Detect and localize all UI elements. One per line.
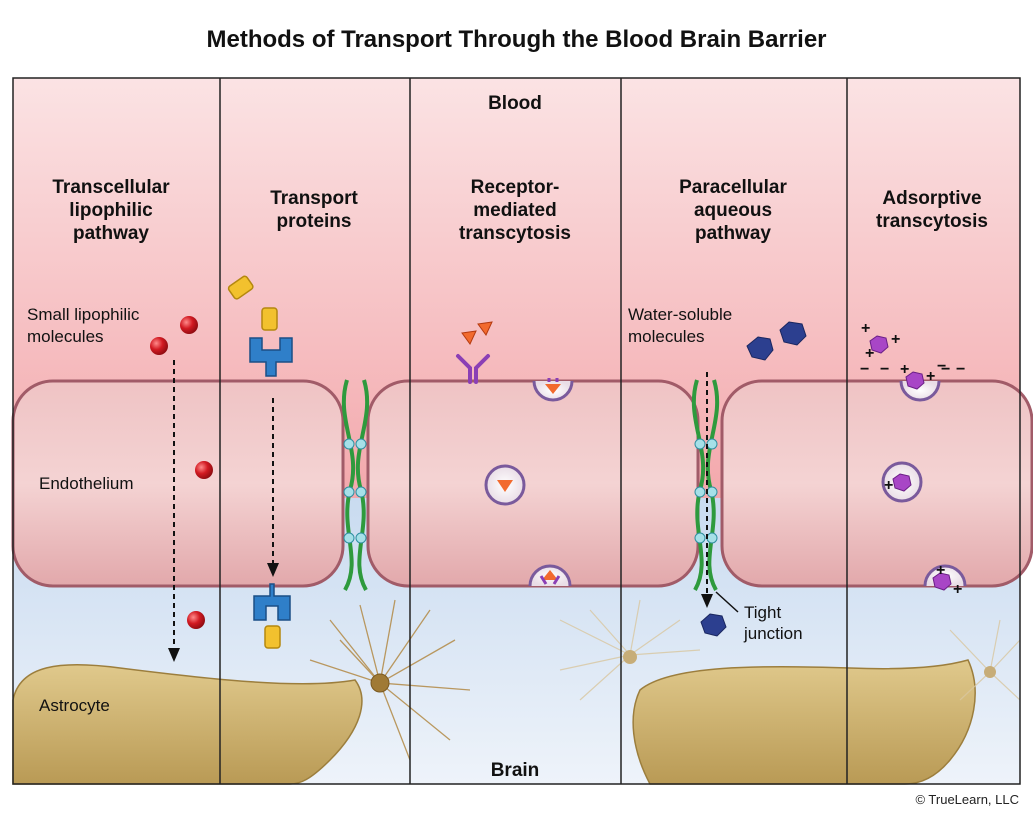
copyright-credit: © TrueLearn, LLC [915,792,1019,807]
tight-junction-label: Tight [744,603,781,622]
svg-text:transcytosis: transcytosis [459,223,571,244]
arrow-head [267,563,279,577]
charge-plus: + [884,477,893,494]
svg-text:proteins: proteins [277,211,352,232]
pathway-heading-adsorptive: Adsorptive transcytosis [876,188,988,232]
charge-plus: + [861,320,870,337]
astrocyte-label: Astrocyte [39,696,110,715]
small-lipophilic-label: molecules [27,327,104,346]
charge-minus: − [860,361,869,378]
svg-text:transcytosis: transcytosis [876,211,988,232]
endothelial-cell [366,379,700,588]
astrocyte-icon [12,599,1021,785]
charge-minus: − [880,361,889,378]
tight-junction-proteins [343,438,718,544]
tight-junction-pointer [715,591,739,613]
svg-text:Transcellular: Transcellular [52,177,170,198]
svg-text:lipophilic: lipophilic [69,200,153,221]
ligand-icon [461,321,493,345]
charge-plus: + [865,345,874,362]
pathway-heading-paracellular: Paracellular aqueous pathway [679,177,787,244]
svg-text:Adsorptive: Adsorptive [882,188,981,209]
endothelium [11,379,1033,588]
water-soluble-molecule-icon [700,321,807,637]
receptor-icon [456,354,490,384]
water-soluble-label: molecules [628,327,705,346]
arrow-head [701,594,713,608]
lipophilic-molecule-icon [150,316,213,629]
svg-text:Paracellular: Paracellular [679,177,787,198]
water-soluble-label: Water-soluble [628,305,732,324]
charge-plus: + [926,368,935,385]
column-dividers [219,78,848,784]
pathway-heading-transcellular: Transcellular lipophilic pathway [52,177,170,244]
charge-plus: + [891,331,900,348]
svg-text:aqueous: aqueous [694,200,772,221]
blood-label: Blood [488,93,542,114]
transport-protein-icon [249,337,293,621]
svg-text:pathway: pathway [73,223,149,244]
cationic-molecule-icon [869,335,952,591]
pathway-heading-receptor-mediated: Receptor- mediated transcytosis [459,177,571,244]
svg-text:pathway: pathway [695,223,771,244]
charge-minus: − [937,358,946,375]
transport-substrate-icon [227,275,281,649]
svg-text:Transport: Transport [270,188,358,209]
endothelial-cell [720,379,1033,588]
brain-label: Brain [491,760,540,781]
vesicle-cargo [497,378,561,585]
charge-plus: + [900,361,909,378]
charge-minus: − [956,361,965,378]
endothelium-label: Endothelium [39,474,134,493]
charge-minus: − [941,361,950,378]
charge-plus: + [953,581,962,598]
svg-text:Receptor-: Receptor- [471,177,560,198]
svg-text:mediated: mediated [473,200,556,221]
page-title: Methods of Transport Through the Blood B… [206,26,827,53]
tight-junction-label: junction [743,624,803,643]
diagram-frame [12,77,1021,785]
small-lipophilic-label: Small lipophilic [27,305,140,324]
charge-plus: + [936,562,945,579]
pathway-heading-transport-proteins: Transport proteins [270,188,358,232]
arrow-head [168,648,180,662]
charge-signs: + + + + + − − − − − + + + [860,320,965,598]
